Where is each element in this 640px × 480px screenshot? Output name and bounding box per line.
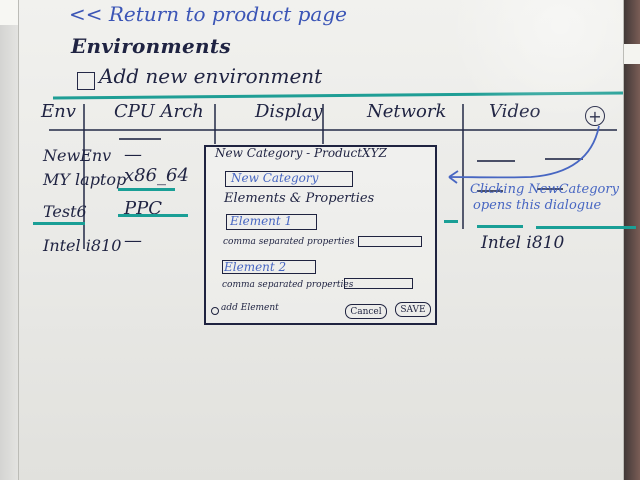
side-light <box>620 44 640 64</box>
row-highlight <box>33 222 85 225</box>
table-dash <box>545 158 583 160</box>
properties-input-2[interactable] <box>344 278 413 289</box>
video-value-intel-i810: Intel i810 <box>481 233 565 253</box>
column-separator <box>322 104 324 144</box>
column-separator <box>214 104 216 144</box>
margin-highlight <box>444 220 458 223</box>
left-wall <box>0 0 22 480</box>
plus-circle-icon[interactable]: + <box>585 106 605 126</box>
header-network: Network <box>367 101 447 122</box>
cancel-button[interactable]: Cancel <box>345 304 387 319</box>
cpu-row-intel-i810: — <box>124 230 142 251</box>
annotation-line-2: opens this dialogue <box>473 198 602 213</box>
header-video: Video <box>489 101 541 122</box>
new-category-dialog <box>204 145 437 325</box>
return-link[interactable]: << Return to product page <box>69 2 347 26</box>
plus-circle-icon[interactable] <box>211 307 219 315</box>
environments-title: Environments <box>71 34 231 58</box>
table-header-line <box>49 129 617 131</box>
comma-properties-label-1: comma separated properties <box>223 237 355 247</box>
cpu-highlight <box>118 214 188 217</box>
elements-properties-label: Elements & Properties <box>224 191 375 206</box>
header-env: Env <box>41 101 76 122</box>
comma-properties-label-2: comma separated properties <box>222 280 354 290</box>
header-cpu-arch: CPU Arch <box>114 101 204 122</box>
cpu-row-newenv: — <box>124 144 142 165</box>
properties-input-1[interactable] <box>358 236 422 247</box>
table-dash <box>477 160 515 162</box>
element-1-label: Element 1 <box>230 214 293 228</box>
env-row-intel-i810[interactable]: Intel i810 <box>43 236 122 255</box>
element-2-label: Element 2 <box>224 260 287 274</box>
env-row-newenv[interactable]: NewEnv <box>43 146 112 165</box>
video-highlight <box>477 225 523 228</box>
table-dash <box>119 138 161 140</box>
column-separator <box>83 104 85 249</box>
table-dash <box>477 190 503 192</box>
new-category-input[interactable] <box>225 171 353 187</box>
cpu-row-my-laptop: x86_64 <box>124 165 189 186</box>
env-row-my-laptop[interactable]: MY laptop <box>43 170 127 189</box>
video-highlight <box>536 226 636 229</box>
whiteboard: << Return to product page Environments A… <box>18 0 636 480</box>
table-dash <box>537 188 563 190</box>
add-new-environment-link[interactable]: Add new environment <box>99 64 323 88</box>
curved-arrow-icon <box>448 125 600 184</box>
env-row-test6[interactable]: Test6 <box>43 202 87 221</box>
annotation-line-1: Clicking NewCategory <box>470 182 619 197</box>
header-display: Display <box>255 101 323 122</box>
element-1-input[interactable] <box>226 214 317 230</box>
save-button[interactable]: SAVE <box>395 302 431 317</box>
right-wall <box>622 0 640 480</box>
column-separator <box>462 104 464 229</box>
teal-divider <box>52 91 624 100</box>
new-category-placeholder: New Category <box>231 171 319 185</box>
cpu-row-test6: PPC <box>124 198 162 219</box>
element-2-input[interactable] <box>222 260 316 274</box>
add-element-link[interactable]: add Element <box>221 303 279 313</box>
dialog-title: New Category - ProductXYZ <box>215 146 387 160</box>
plus-box-icon <box>77 72 95 90</box>
cpu-highlight <box>118 188 175 191</box>
